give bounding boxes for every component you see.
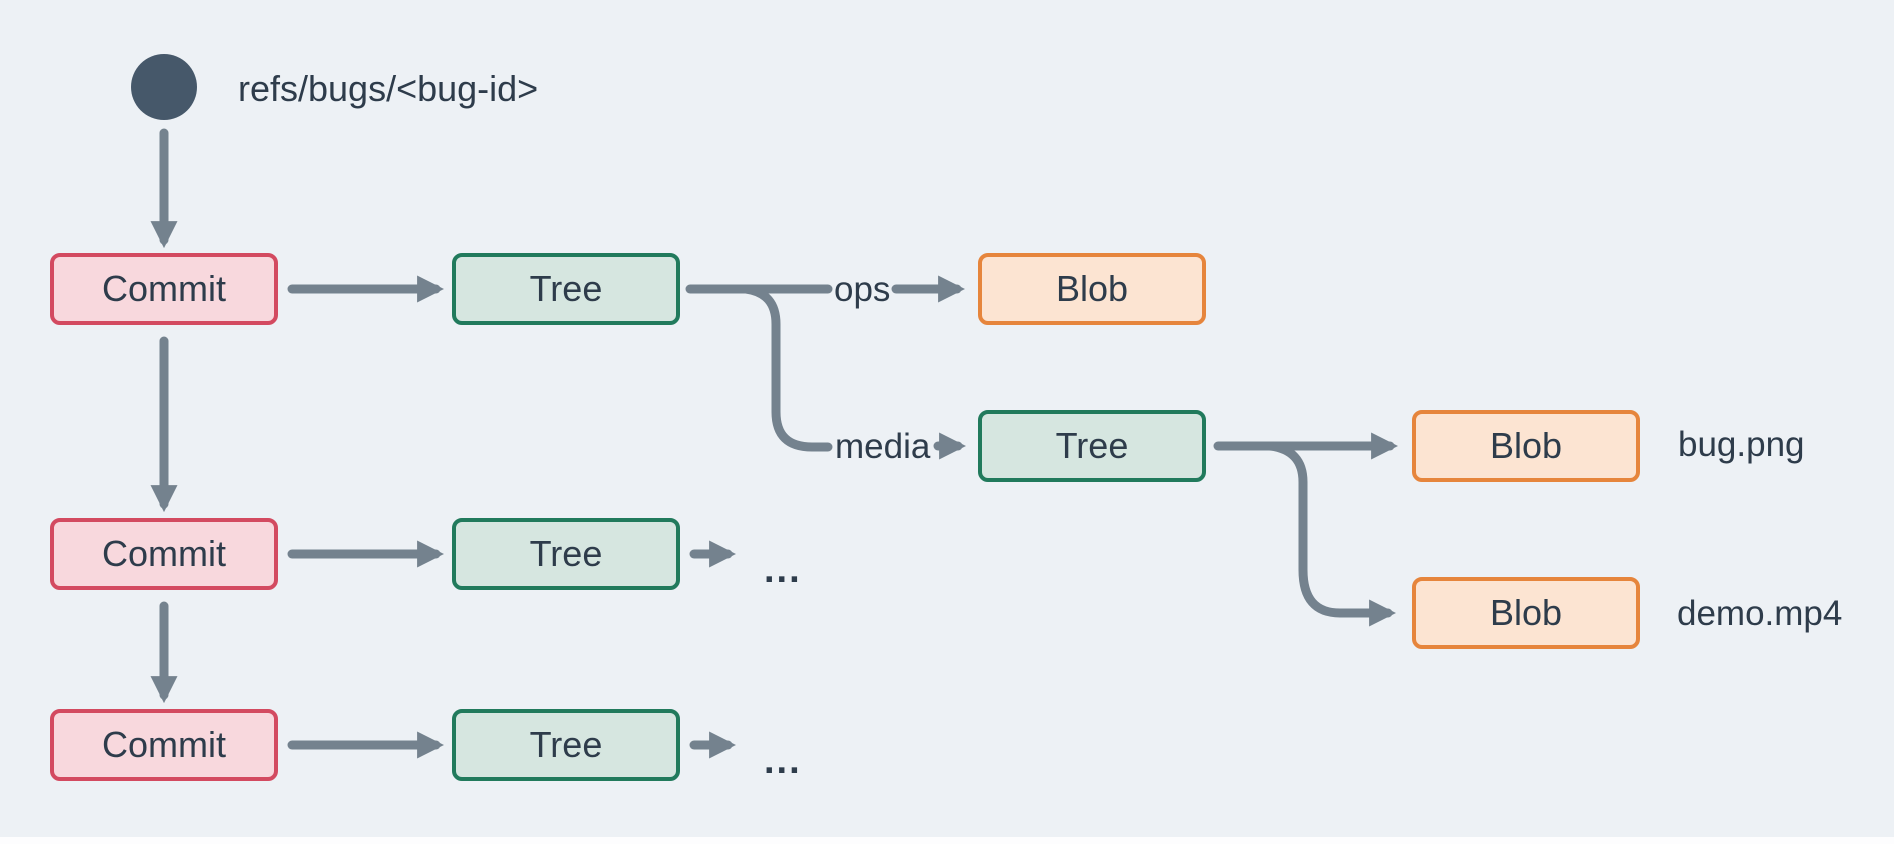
- tree-node-2-label: Tree: [529, 533, 603, 574]
- blob-node-ops: Blob: [978, 253, 1206, 325]
- ref-label: refs/bugs/<bug-id>: [238, 68, 539, 109]
- file-label-bug-png: bug.png: [1678, 425, 1805, 464]
- commit-node-3: Commit: [50, 709, 278, 781]
- commit-node-2: Commit: [50, 518, 278, 590]
- edge-label-ops: ops: [834, 270, 891, 309]
- blob-node-demo-mp4-label: Blob: [1489, 592, 1563, 633]
- commit-node-1: Commit: [50, 253, 278, 325]
- tree-node-3: Tree: [452, 709, 680, 781]
- blob-node-bug-png: Blob: [1412, 410, 1640, 482]
- tree-node-1-label: Tree: [529, 268, 603, 309]
- blob-node-bug-png-label: Blob: [1489, 425, 1563, 466]
- blob-node-demo-mp4: Blob: [1412, 577, 1640, 649]
- commit-node-2-label: Commit: [102, 533, 226, 574]
- edge-tree1-media-branch: [741, 284, 833, 452]
- commit-node-3-label: Commit: [102, 724, 226, 765]
- commit-node-1-label: Commit: [102, 268, 226, 309]
- edge-label-media: media: [835, 427, 931, 466]
- file-label-demo-mp4: demo.mp4: [1677, 594, 1843, 633]
- ref-dot: [131, 54, 197, 120]
- arrow-tree-media-to-blob-demo: [1265, 441, 1397, 627]
- blob-node-ops-label: Blob: [1055, 268, 1129, 309]
- tree-node-3-label: Tree: [529, 724, 603, 765]
- ellipsis-row3: ...: [764, 740, 802, 782]
- tree-node-media-label: Tree: [1055, 425, 1129, 466]
- ellipsis-row2: ...: [764, 549, 802, 591]
- bottom-edge-strip: [0, 837, 1894, 844]
- tree-node-2: Tree: [452, 518, 680, 590]
- tree-node-media: Tree: [978, 410, 1206, 482]
- tree-node-1: Tree: [452, 253, 680, 325]
